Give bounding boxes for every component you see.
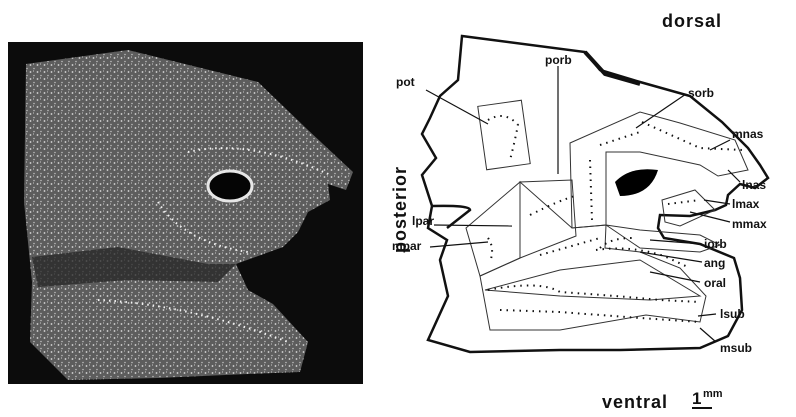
specimen-head-silhouette: [24, 50, 353, 380]
label-porb: porb: [545, 53, 572, 67]
region-lmax: [662, 190, 715, 226]
region-lpar: [466, 182, 520, 276]
eye: [615, 169, 658, 196]
region-sorb-porb: [570, 112, 748, 228]
label-lpar: lpar: [412, 214, 434, 228]
label-lmax: lmax: [732, 197, 760, 211]
label-mmax: mmax: [732, 217, 767, 231]
label-mnas: mnas: [732, 127, 764, 141]
label-lnas: lnas: [742, 178, 766, 192]
label-pot: pot: [396, 75, 415, 89]
head-outline: [422, 36, 768, 352]
label-ang: ang: [704, 256, 725, 270]
label-ventral: ventral: [602, 392, 668, 412]
label-msub: msub: [720, 341, 752, 355]
label-sorb: sorb: [688, 86, 714, 100]
label-dorsal: dorsal: [662, 11, 722, 31]
region-pot: [478, 100, 530, 170]
scale-bar-unit: mm: [703, 388, 723, 400]
diagram-svg: dorsal ventral posterior porb pot sorb m…: [370, 0, 796, 413]
region-lower-head: [480, 180, 706, 330]
label-mpar: mpar: [392, 239, 422, 253]
neuromast-diagram: dorsal ventral posterior porb pot sorb m…: [370, 0, 796, 413]
region-oral: [485, 260, 700, 300]
label-lsub: lsub: [720, 307, 745, 321]
label-iorb: iorb: [704, 237, 727, 251]
specimen-photo-drawing: [8, 42, 363, 384]
label-oral: oral: [704, 276, 726, 290]
scale-bar-value: 1: [692, 389, 701, 408]
specimen-photograph: [8, 42, 363, 384]
specimen-eye: [208, 171, 252, 201]
